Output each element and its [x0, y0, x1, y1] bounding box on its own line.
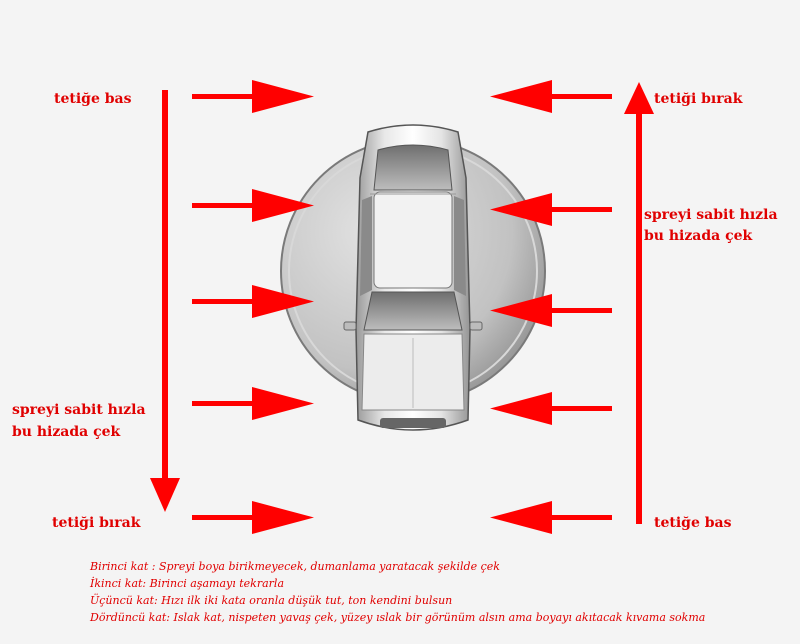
coat-notes: Birinci kat : Spreyi boya birikmeyecek, … [90, 558, 705, 626]
right-arrow-row-2 [490, 193, 612, 226]
label-bottom-left: tetiği bırak [52, 515, 141, 531]
right-vertical-arrow-up [624, 82, 654, 524]
label-top-left: tetiğe bas [54, 91, 132, 107]
left-arrow-row-1 [192, 80, 314, 113]
note-line: Birinci kat : Spreyi boya birikmeyecek, … [90, 560, 500, 573]
label-mid-left-line1: spreyi sabit hızla [12, 402, 146, 418]
left-arrow-row-2 [192, 189, 314, 222]
left-vertical-arrow-down [150, 90, 180, 512]
note-line: İkinci kat: Birinci aşamayı tekrarla [90, 577, 284, 590]
note-line: Dördüncü kat: Islak kat, nispeten yavaş … [90, 611, 706, 624]
car-top-view-icon [343, 124, 483, 431]
label-mid-right-line1: spreyi sabit hızla [644, 207, 778, 223]
left-arrow-row-4 [192, 387, 314, 420]
label-bottom-right: tetiğe bas [654, 515, 732, 531]
right-arrow-row-1 [490, 80, 612, 113]
right-arrow-row-4 [490, 392, 612, 425]
right-arrow-row-3 [490, 294, 612, 327]
right-arrow-row-5 [490, 501, 612, 534]
left-arrow-row-3 [192, 285, 314, 318]
label-mid-right-line2: bu hizada çek [644, 228, 753, 244]
left-arrow-row-5 [192, 501, 314, 534]
label-top-right: tetiği bırak [654, 91, 743, 107]
note-line: Üçüncü kat: Hızı ilk iki kata oranla düş… [90, 594, 453, 607]
label-mid-left-line2: bu hizada çek [12, 424, 121, 440]
